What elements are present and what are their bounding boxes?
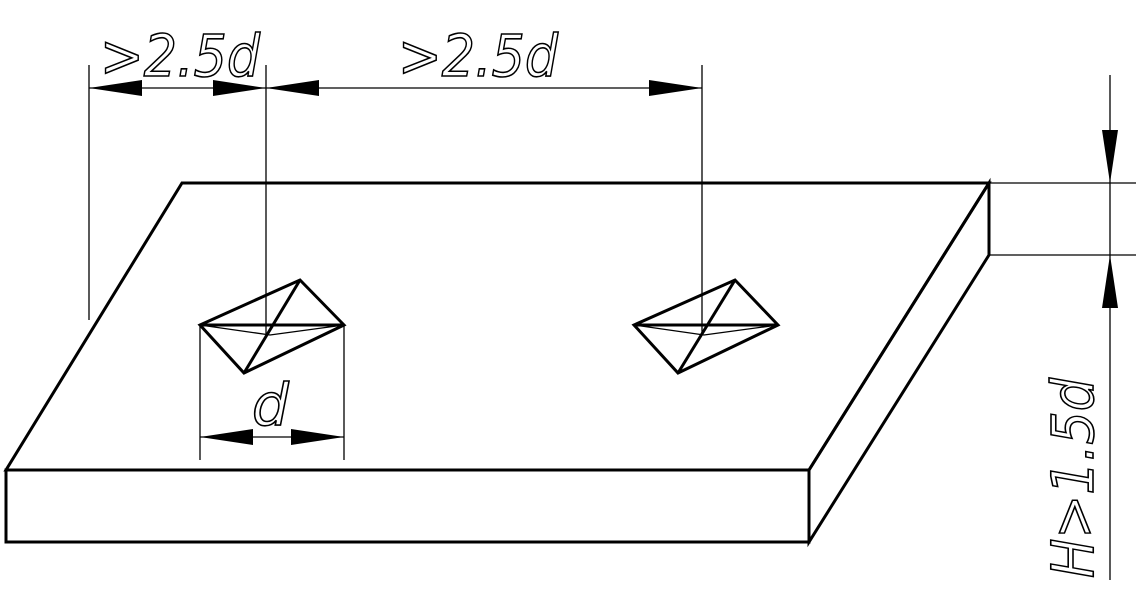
arrow-right	[213, 80, 266, 96]
arrow-right	[291, 429, 344, 445]
dimension-plate-thickness: H>1.5d	[1038, 75, 1118, 580]
arrow-up	[1102, 255, 1118, 308]
dimension-hole-diameter: d	[200, 370, 344, 445]
plate-side-face	[807, 177, 991, 548]
arrow-right	[649, 80, 702, 96]
arrow-left	[266, 80, 319, 96]
arrow-left	[200, 429, 253, 445]
dimension-label-diameter: d	[252, 371, 290, 439]
dimension-label-hole-to-hole: >2.5d	[398, 22, 559, 90]
extension-lines	[88, 65, 1136, 460]
arrow-down	[1102, 130, 1118, 183]
dimension-label-edge-to-hole: >2.5d	[100, 22, 261, 90]
arrow-left	[89, 80, 142, 96]
hole-left	[197, 278, 347, 375]
plate-front-face	[4, 468, 811, 544]
hole-right	[631, 278, 781, 375]
dimension-label-thickness: H>1.5d	[1039, 377, 1107, 578]
dimension-top: >2.5d >2.5d	[89, 21, 702, 96]
plate-top-face	[3, 181, 992, 472]
plate	[3, 177, 992, 548]
